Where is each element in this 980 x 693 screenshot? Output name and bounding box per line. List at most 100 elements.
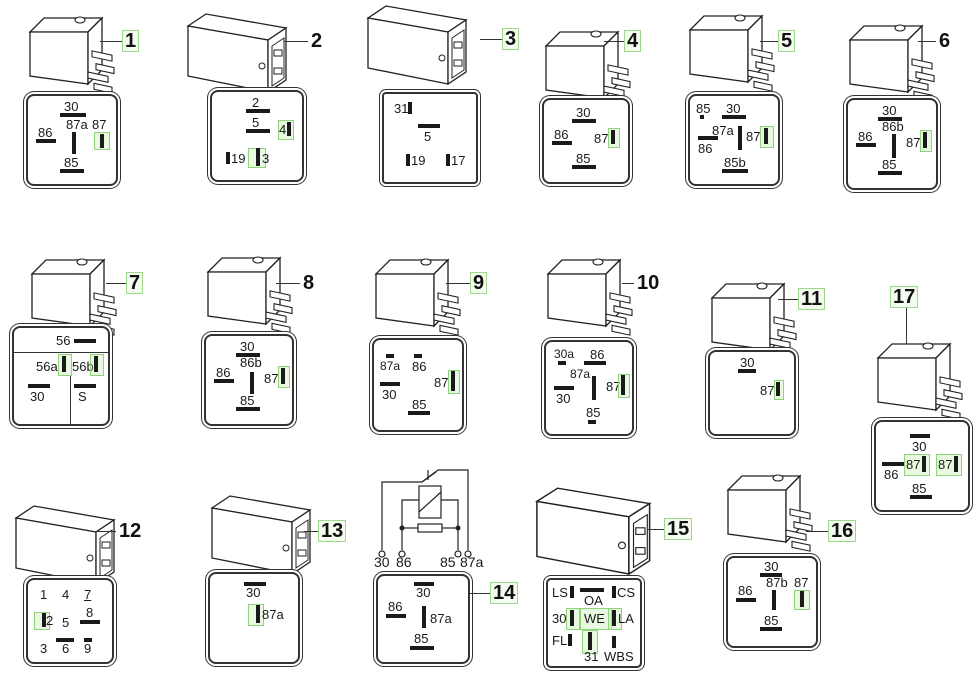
terminal-label: 31 xyxy=(584,649,599,664)
terminal-label: 86 xyxy=(412,359,427,374)
terminal-label: 87 xyxy=(264,371,279,386)
pin-bar xyxy=(406,154,410,166)
pin-bar xyxy=(611,130,615,144)
relay-4-pin-layout: 30 86 87 85 xyxy=(542,98,630,184)
terminal-label: 87a xyxy=(262,607,284,622)
relay-13-body-illustration xyxy=(211,495,311,575)
relay-16-body-illustration xyxy=(727,474,813,552)
terminal-label: 30 xyxy=(740,355,755,370)
pin-bar xyxy=(584,361,606,365)
leader-line xyxy=(604,40,624,42)
relay-8-pin-layout: 30 86b 86 87 85 xyxy=(204,334,294,426)
terminal-label: 30 xyxy=(416,585,431,600)
terminal-label: FL xyxy=(552,633,568,648)
terminal-label: 7 xyxy=(84,587,92,602)
terminal-label: 87 xyxy=(92,117,107,132)
relay-1-pin-layout: 30 87a 87 86 85 xyxy=(26,94,118,186)
leader-line xyxy=(106,282,126,284)
callout-number: 17 xyxy=(890,286,919,308)
relay-6-pin-layout: 30 86b 86 87 85 xyxy=(846,98,938,190)
terminal-label: 85 xyxy=(412,397,427,412)
relay-9-callout: 9 xyxy=(446,272,488,294)
terminal-label: 86 xyxy=(388,599,403,614)
pin-bar xyxy=(572,165,596,169)
terminal-label: 4 xyxy=(279,122,287,137)
relay-5-callout: 5 xyxy=(760,30,796,52)
terminal-label: 86 xyxy=(590,347,605,362)
leader-line xyxy=(806,530,828,532)
leader-line xyxy=(96,530,116,532)
relay-17-body-illustration xyxy=(877,342,963,420)
relay-2-callout: 2 xyxy=(284,30,325,52)
callout-number: 12 xyxy=(119,520,142,542)
relay-12-callout: 12 xyxy=(96,520,144,542)
terminal-label: 85 xyxy=(414,631,429,646)
relay-1-callout: 1 xyxy=(100,30,140,52)
relay-5-body-illustration xyxy=(689,14,775,92)
relay-13-pin-layout: 30 87a xyxy=(208,572,300,664)
terminal-label: 30 xyxy=(382,387,397,402)
pin-bar xyxy=(451,371,455,391)
pin-bar xyxy=(410,646,434,650)
pin-bar xyxy=(588,632,592,650)
relay-2-body-illustration xyxy=(187,13,287,93)
leader-line xyxy=(622,282,634,284)
pin-bar xyxy=(738,369,756,373)
pin-bar xyxy=(738,126,742,150)
pin-bar xyxy=(764,128,768,144)
relay-10-pin-layout: 30a 86 87a 87 30 85 xyxy=(544,340,634,436)
terminal-label: 56a xyxy=(36,359,58,374)
terminal-label: 85 xyxy=(64,155,79,170)
pin-bar xyxy=(554,386,574,390)
terminal-label: S xyxy=(78,389,87,404)
terminal-label: 2 xyxy=(46,613,54,628)
pin-bar xyxy=(250,372,254,394)
terminal-label: LA xyxy=(618,611,634,626)
pin-bar xyxy=(62,356,66,372)
terminal-label: 30 xyxy=(576,105,591,120)
pin-bar xyxy=(698,136,718,140)
terminal-label: 86 xyxy=(554,127,569,142)
terminal-label: 87a xyxy=(570,367,591,381)
relay-5-pin-layout: 85 30 87a 87 86 85b xyxy=(688,94,780,186)
terminal-label: 87 xyxy=(906,135,921,150)
pin-bar xyxy=(60,113,86,117)
callout-number: 15 xyxy=(664,518,693,540)
relay-8-body-illustration xyxy=(207,256,293,334)
schematic-terminal-labels: 30 86 85 87a xyxy=(372,555,492,572)
relay-7-pin-layout: 56 56a 56b 30 S xyxy=(12,326,110,426)
relay-3-callout: 3 xyxy=(480,28,520,50)
leader-line xyxy=(760,40,778,42)
terminal-label: 9 xyxy=(84,641,92,656)
pin-bar xyxy=(878,171,902,175)
pin-bar xyxy=(923,132,927,148)
pin-bar xyxy=(256,605,260,623)
terminal-label: 85 xyxy=(576,151,591,166)
pin-bar xyxy=(386,614,406,618)
callout-number: 1 xyxy=(122,30,140,52)
relay-2-pin-layout: 2 5 4 19 3 xyxy=(210,90,304,182)
relay-15-body-illustration xyxy=(536,487,651,575)
terminal-label: 86 xyxy=(884,467,899,482)
pin-bar xyxy=(552,141,572,145)
terminal-label: 19 xyxy=(411,153,426,168)
leader-line xyxy=(446,282,470,284)
terminal-label: 30 xyxy=(552,611,567,626)
terminal-label: 87 xyxy=(760,383,775,398)
pin-bar xyxy=(592,376,596,400)
terminal-label: 86 xyxy=(38,125,53,140)
terminal-label: 30 xyxy=(64,99,79,114)
pin-highlight xyxy=(580,608,612,630)
pin-bar xyxy=(236,353,260,357)
pin-bar xyxy=(28,384,50,388)
terminal-label: 6 xyxy=(62,641,70,656)
relay-3-pin-layout: 31 5 19 17 xyxy=(382,92,478,184)
relay-9-body-illustration xyxy=(375,258,461,336)
pin-bar xyxy=(856,143,876,147)
pin-bar xyxy=(256,148,260,166)
relay-14-pin-layout: 30 86 87a 85 xyxy=(376,574,470,664)
leader-line xyxy=(100,40,122,42)
pin-bar xyxy=(570,586,574,598)
pin-bar xyxy=(736,598,756,602)
relay-8-callout: 8 xyxy=(276,272,317,294)
